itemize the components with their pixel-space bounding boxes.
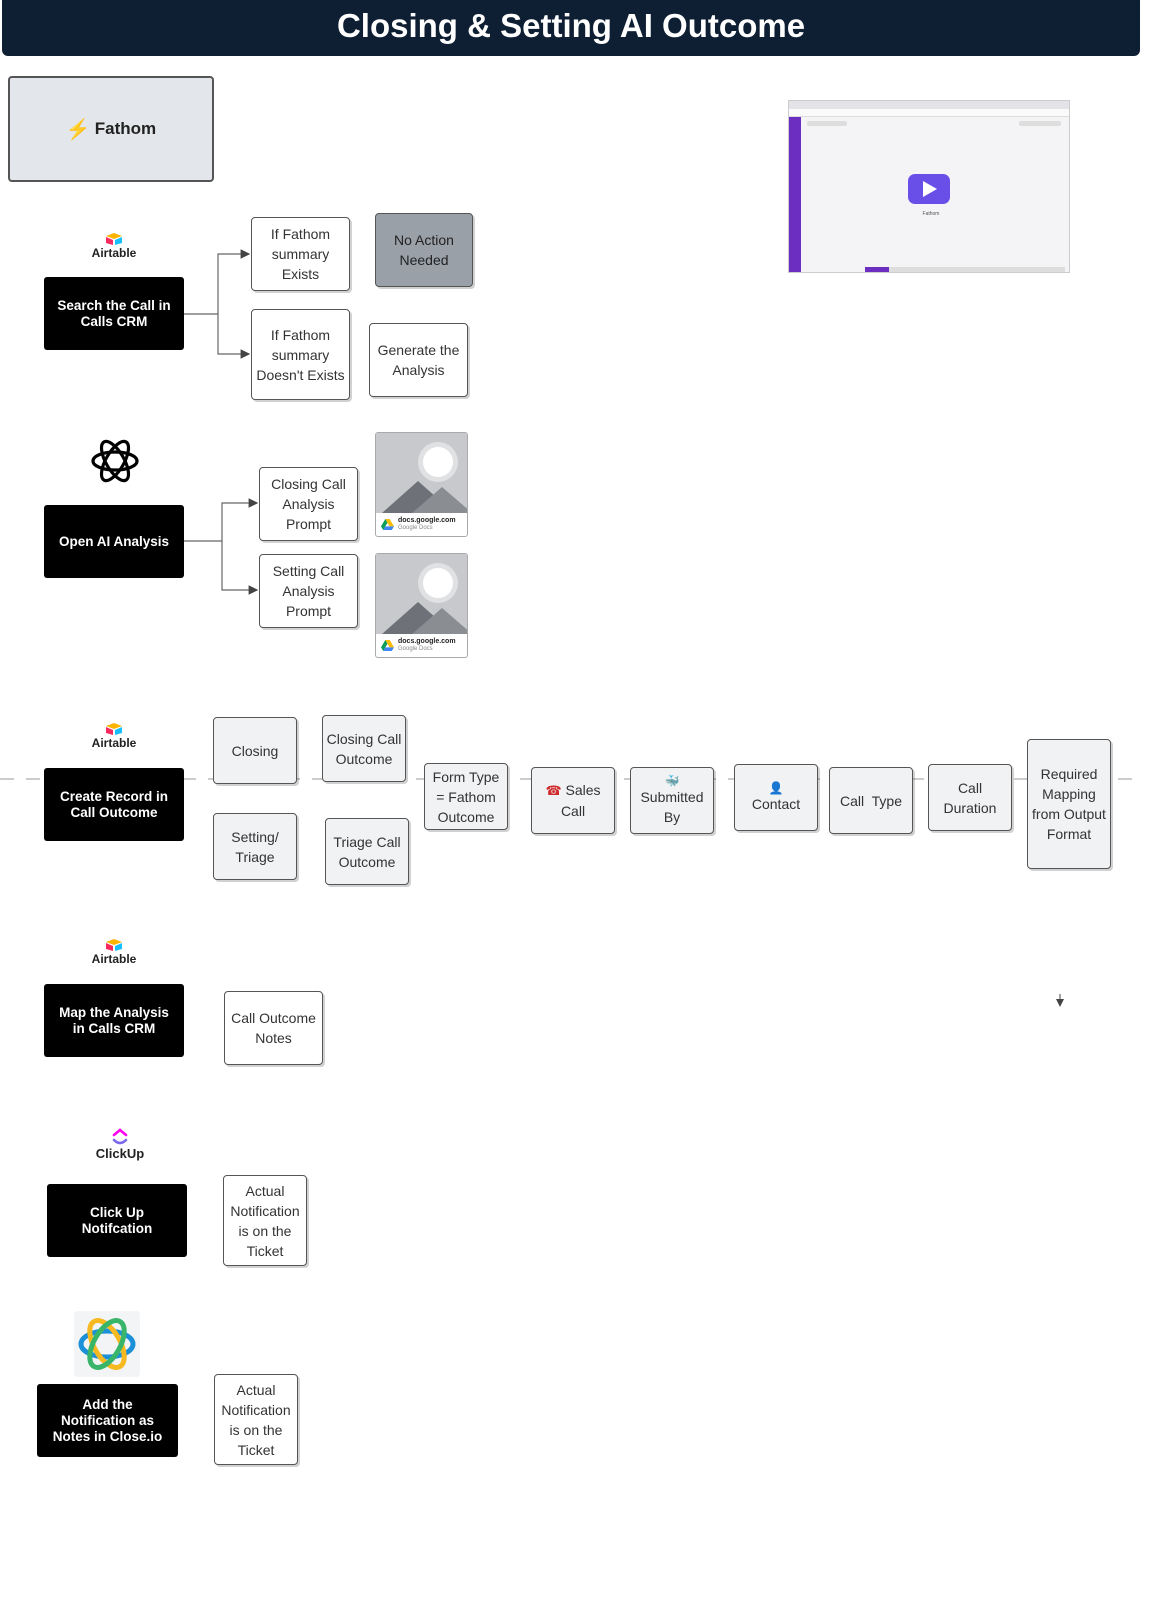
field-call-duration[interactable]: Call Duration <box>928 764 1012 831</box>
field-form-type[interactable]: Form Type = Fathom Outcome <box>424 763 508 830</box>
branch-summary-not-exists[interactable]: If Fathom summary Doesn't Exists <box>251 309 350 400</box>
field-call-outcome-notes[interactable]: Call Outcome Notes <box>224 991 323 1065</box>
box-label: Submitted By <box>640 788 704 825</box>
doc-domain: docs.google.com <box>398 517 456 524</box>
clickup-notification-note[interactable]: Actual Notification is on the Ticket <box>223 1175 307 1266</box>
doc-source: Google Docs <box>398 525 433 531</box>
clickup-icon <box>112 1128 128 1145</box>
field-closing-call-outcome[interactable]: Closing Call Outcome <box>322 715 406 782</box>
airtable-icon <box>106 939 122 951</box>
airtable-label: Airtable <box>91 952 137 966</box>
openai-logo <box>88 434 142 488</box>
airtable-logo: Airtable <box>84 722 144 750</box>
step-label: Map the Analysis in Calls CRM <box>59 1004 169 1036</box>
field-required-mapping[interactable]: Required Mapping from Output Format <box>1027 739 1111 869</box>
airtable-icon <box>106 723 122 735</box>
step-label: Add the Notification as Notes in Close.i… <box>52 1396 163 1444</box>
doc-source: Google Docs <box>398 646 433 652</box>
airtable-label: Airtable <box>91 246 137 260</box>
box-label: Required Mapping from Output Format <box>1032 766 1106 842</box>
generate-analysis[interactable]: Generate the Analysis <box>369 323 468 397</box>
closing-call-prompt[interactable]: Closing Call Analysis Prompt <box>259 467 358 541</box>
step-clickup-notification[interactable]: Click Up Notifcation <box>47 1184 187 1257</box>
trigger-label: Fathom <box>94 119 157 138</box>
airtable-label: Airtable <box>91 736 137 750</box>
google-drive-icon <box>381 640 394 651</box>
box-label: Closing Call Analysis Prompt <box>271 476 346 532</box>
step-search-call[interactable]: Search the Call in Calls CRM <box>44 277 184 350</box>
box-label: Call Duration <box>943 779 997 816</box>
box-label: Generate the Analysis <box>377 342 460 378</box>
box-label: Closing Call Outcome <box>326 730 402 767</box>
step-label: Create Record in Call Outcome <box>59 788 169 820</box>
box-label: Setting Call Analysis Prompt <box>272 563 345 619</box>
google-drive-icon <box>381 519 394 530</box>
close-notification-note[interactable]: Actual Notification is on the Ticket <box>214 1374 298 1465</box>
openai-icon <box>91 439 139 483</box>
clickup-label: ClickUp <box>95 1146 145 1161</box>
video-thumbnail[interactable]: Fathom <box>788 100 1070 273</box>
step-label: Open AI Analysis <box>58 533 170 549</box>
step-label: Search the Call in Calls CRM <box>57 297 171 329</box>
airtable-logo: Airtable <box>84 232 144 260</box>
airtable-icon <box>106 233 122 245</box>
field-sales-call[interactable]: ☎ Sales Call <box>531 767 615 834</box>
step-open-ai-analysis[interactable]: Open AI Analysis <box>44 505 184 578</box>
page-title: Closing & Setting AI Outcome <box>2 0 1140 56</box>
box-label: Actual Notification is on the Ticket <box>221 1381 291 1458</box>
box-label: ☎ Sales Call <box>534 780 612 821</box>
image-placeholder-icon <box>376 554 467 634</box>
no-action-needed[interactable]: No Action Needed <box>375 213 473 287</box>
field-setting-triage[interactable]: Setting/ Triage <box>213 813 297 880</box>
box-label: Closing <box>231 742 279 759</box>
box-label: Contact <box>751 795 801 812</box>
play-icon <box>923 181 937 197</box>
setting-call-prompt[interactable]: Setting Call Analysis Prompt <box>259 554 358 628</box>
box-label: Actual Notification is on the Ticket <box>230 1182 300 1259</box>
doc-domain: docs.google.com <box>398 638 456 645</box>
branch-summary-exists[interactable]: If Fathom summary Exists <box>251 217 350 291</box>
field-triage-call-outcome[interactable]: Triage Call Outcome <box>325 818 409 885</box>
box-label: Call Outcome Notes <box>231 1010 316 1046</box>
person-icon: 👤 <box>768 780 784 795</box>
trigger-fathom[interactable]: ⚡ Fathom <box>8 76 214 182</box>
lightning-icon: ⚡ <box>65 118 91 141</box>
field-closing[interactable]: Closing <box>213 717 297 784</box>
box-label: Form Type = Fathom Outcome <box>432 768 500 825</box>
closeio-icon <box>78 1318 136 1370</box>
image-placeholder-icon <box>376 433 467 513</box>
box-label: If Fathom summary Doesn't Exists <box>256 326 345 383</box>
field-submitted-by[interactable]: 🐳 Submitted By <box>630 767 714 834</box>
step-label: Click Up Notifcation <box>81 1204 153 1236</box>
box-label: Setting/ Triage <box>231 828 279 865</box>
step-create-record[interactable]: Create Record in Call Outcome <box>44 768 184 841</box>
field-contact[interactable]: 👤 Contact <box>734 764 818 831</box>
step-map-analysis[interactable]: Map the Analysis in Calls CRM <box>44 984 184 1057</box>
whale-icon: 🐳 <box>664 773 680 788</box>
sales-call-text: Sales Call <box>560 782 601 819</box>
box-label: No Action Needed <box>394 232 454 268</box>
telephone-icon: ☎ <box>545 783 562 798</box>
field-call-type[interactable]: Call Type <box>829 767 913 834</box>
airtable-logo: Airtable <box>84 938 144 966</box>
video-caption: Fathom <box>922 211 940 217</box>
closeio-logo <box>74 1311 140 1377</box>
step-close-notes[interactable]: Add the Notification as Notes in Close.i… <box>37 1384 178 1457</box>
box-label: If Fathom summary Exists <box>270 226 331 282</box>
box-label: Call Type <box>840 792 902 809</box>
box-label: Triage Call Outcome <box>333 833 401 870</box>
clickup-logo: ClickUp <box>90 1128 150 1161</box>
